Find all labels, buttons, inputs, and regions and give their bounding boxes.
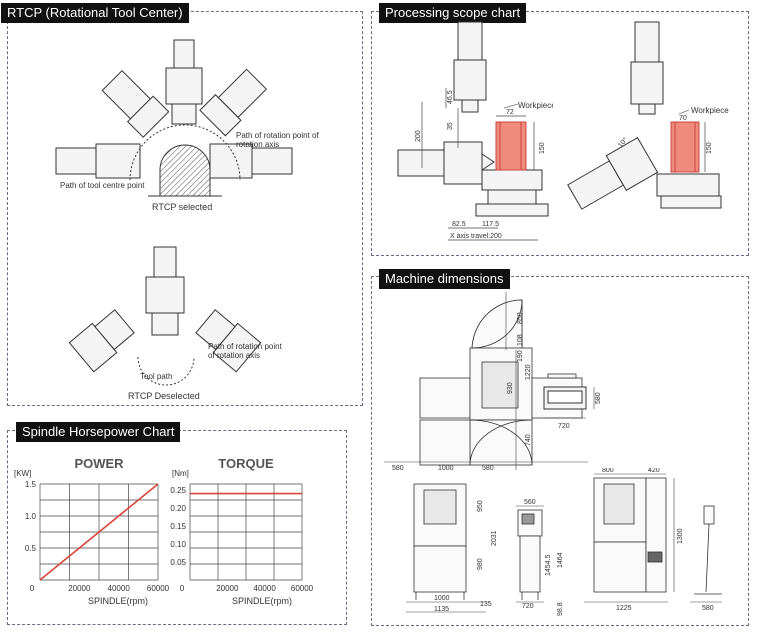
rtcp-tool-path: Tool path: [140, 372, 172, 381]
torque-y-tick: 0.20: [170, 504, 186, 513]
rtcp-label-rotation-2: rotation axis: [236, 140, 279, 149]
machine-top-740: 740: [525, 434, 532, 446]
torque-zero-label: 0: [180, 584, 185, 593]
torque-y-tick: 0.05: [170, 558, 186, 567]
machine-p-580: 580: [702, 605, 714, 612]
power-chart-title: POWER: [74, 456, 124, 471]
machine-s-800: 800: [602, 468, 614, 474]
scope-workpiece-right: Workpiece: [691, 106, 729, 115]
machine-w-580-right: 580: [482, 465, 494, 472]
rtcp-label-rotation-1: Path of rotation point of: [236, 131, 320, 140]
scope-left-diagram: 46.5 35 200 72 150 82.5 117.5 X axis tra…: [397, 21, 553, 241]
rtcp-selected-caption: RTCP selected: [152, 202, 212, 212]
torque-x-label: SPINDLE(rpm): [232, 596, 292, 606]
machine-s-420: 420: [648, 468, 660, 474]
torque-chart-title: TORQUE: [218, 456, 274, 471]
machine-c-560: 560: [524, 499, 536, 506]
machine-front-views: 950 2031 980 1000 1135 135 560 1454.5 14…: [406, 468, 722, 616]
torque-y-tick: 0.25: [170, 486, 186, 495]
torque-x-tick: 60000: [291, 584, 314, 593]
machine-c-720: 720: [522, 603, 534, 610]
rtcp-deselected-diagram: Path of rotation point of rotation axis …: [68, 246, 283, 401]
machine-top-930: 930: [507, 382, 514, 394]
scope-x-travel: X axis travel:200: [450, 233, 502, 240]
machine-box-720: 720: [558, 423, 570, 430]
machine-w-1000: 1000: [438, 465, 454, 472]
scope-d-150-right: 150: [706, 142, 713, 154]
power-chart: POWER [KW] 0.5 1.0 1.5 20000 40000 60000 0SPINDL…: [14, 456, 170, 606]
rtcp-title: RTCP (Rotational Tool Center): [1, 3, 189, 23]
machine-c-98-8: 98.8: [557, 602, 564, 616]
machine-top-view: 850 108 190 930 1220 740 580 1000 580 58…: [384, 292, 602, 472]
machine-top-108: 108: [517, 334, 524, 346]
power-x-tick: 20000: [68, 584, 91, 593]
rtcp-label-tool: Path of tool centre point: [60, 181, 145, 190]
power-x-tick: 60000: [147, 584, 170, 593]
machine-f-1135: 1135: [434, 606, 449, 613]
scope-d-117-5: 117.5: [482, 221, 499, 228]
rtcp-selected-labels: Path of rotation point of rotation axis …: [60, 131, 320, 212]
power-series-line: [39, 483, 159, 581]
machine-c-1454-5: 1454.5: [545, 554, 552, 576]
scope-d-200: 200: [415, 130, 422, 142]
scope-workpiece-left: Workpiece: [518, 101, 553, 110]
rtcp-selected-diagram: [55, 39, 293, 197]
rtcp-deselected-caption: RTCP Deselected: [128, 391, 200, 401]
power-y-tick: 1.0: [25, 512, 37, 521]
machine-top-190: 190: [517, 350, 524, 362]
torque-x-tick: 40000: [254, 584, 277, 593]
scope-right-diagram: 70 150 10° Workpiece: [567, 21, 729, 210]
machine-c-1464: 1464: [557, 552, 564, 568]
rtcp-deselected-rotation-2: of rotation axis: [208, 351, 260, 360]
machine-s-1300: 1300: [677, 528, 684, 544]
machine-top-1220: 1220: [525, 364, 532, 380]
power-y-unit: [KW]: [14, 469, 31, 478]
scope-title: Processing scope chart: [379, 3, 527, 23]
power-x-label: SPINDLE(rpm): [88, 596, 148, 606]
machine-s-1225: 1225: [616, 605, 632, 612]
power-zero-label: 0: [30, 584, 35, 593]
scope-d-72: 72: [506, 109, 514, 116]
machine-box-580: 580: [595, 392, 602, 404]
machine-f-980: 980: [477, 558, 484, 570]
rtcp-deselected-rotation-1: Path of rotation point: [208, 342, 283, 351]
machine-panel: [371, 276, 749, 626]
torque-y-tick: 0.10: [170, 540, 186, 549]
scope-d-35: 35: [447, 122, 454, 130]
power-y-tick: 0.5: [25, 544, 37, 553]
scope-panel: [371, 11, 749, 256]
machine-title: Machine dimensions: [379, 269, 510, 289]
machine-top-850: 850: [517, 312, 524, 324]
spindle-title: Spindle Horsepower Chart: [16, 422, 181, 442]
machine-w-580-left: 580: [392, 465, 404, 472]
scope-d-82-5: 82.5: [452, 221, 466, 228]
power-y-tick: 1.5: [25, 480, 37, 489]
torque-chart: TORQUE [Nm] 0.05 0.10 0.15 0.20 0.25 20000 40000…: [170, 456, 314, 606]
scope-d-70: 70: [679, 115, 687, 122]
scope-d-150-left: 150: [539, 142, 546, 154]
torque-y-unit: [Nm]: [172, 469, 189, 478]
scope-d-46-5: 46.5: [447, 90, 454, 104]
machine-f-135: 135: [480, 601, 492, 608]
machine-f-2031: 2031: [491, 530, 498, 546]
torque-y-tick: 0.15: [170, 522, 186, 531]
machine-f-1000: 1000: [434, 595, 450, 602]
torque-x-tick: 20000: [216, 584, 239, 593]
power-x-tick: 40000: [108, 584, 131, 593]
machine-f-950: 950: [477, 500, 484, 512]
